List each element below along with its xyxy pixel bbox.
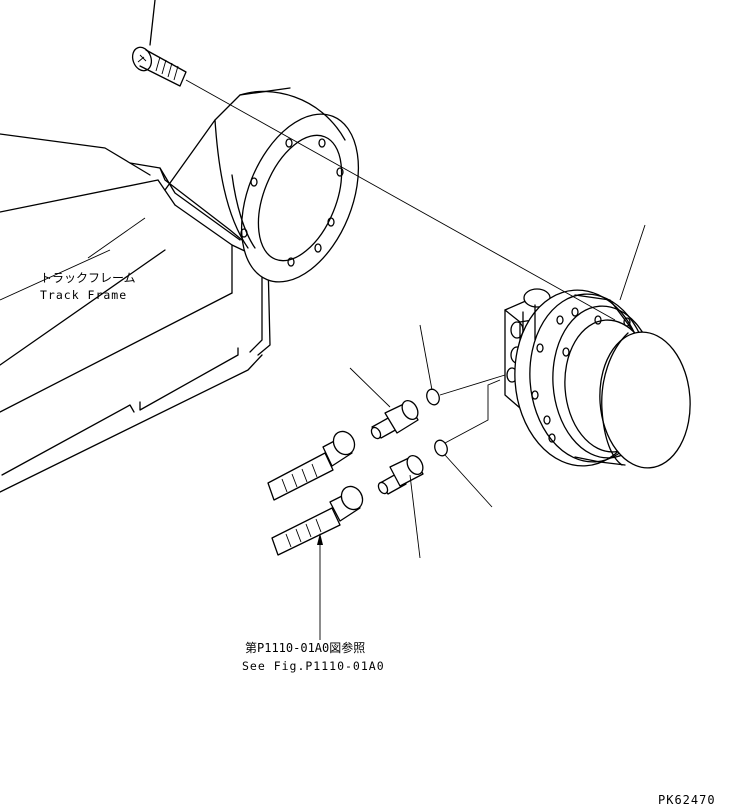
o-ring-lower — [434, 439, 448, 457]
track-frame-label-jp: トラックフレーム — [40, 271, 136, 285]
elbow-fitting-upper — [370, 400, 419, 440]
see-figure-label-en: See Fig.P1110-01A0 — [242, 659, 385, 673]
elbow-fitting-lower — [377, 455, 424, 495]
hose-upper — [267, 430, 356, 501]
drawing-number: PK62470 — [658, 793, 716, 806]
assembly-lines — [87, 79, 646, 640]
mounting-bolt — [131, 0, 187, 87]
track-frame-label-en: Track Frame — [40, 288, 127, 302]
o-ring-upper — [426, 388, 440, 406]
track-frame — [0, 87, 360, 493]
see-figure-label-jp: 第P1110-01A0図参照 — [245, 640, 365, 655]
travel-motor — [504, 288, 691, 469]
hose-lower — [271, 485, 364, 556]
